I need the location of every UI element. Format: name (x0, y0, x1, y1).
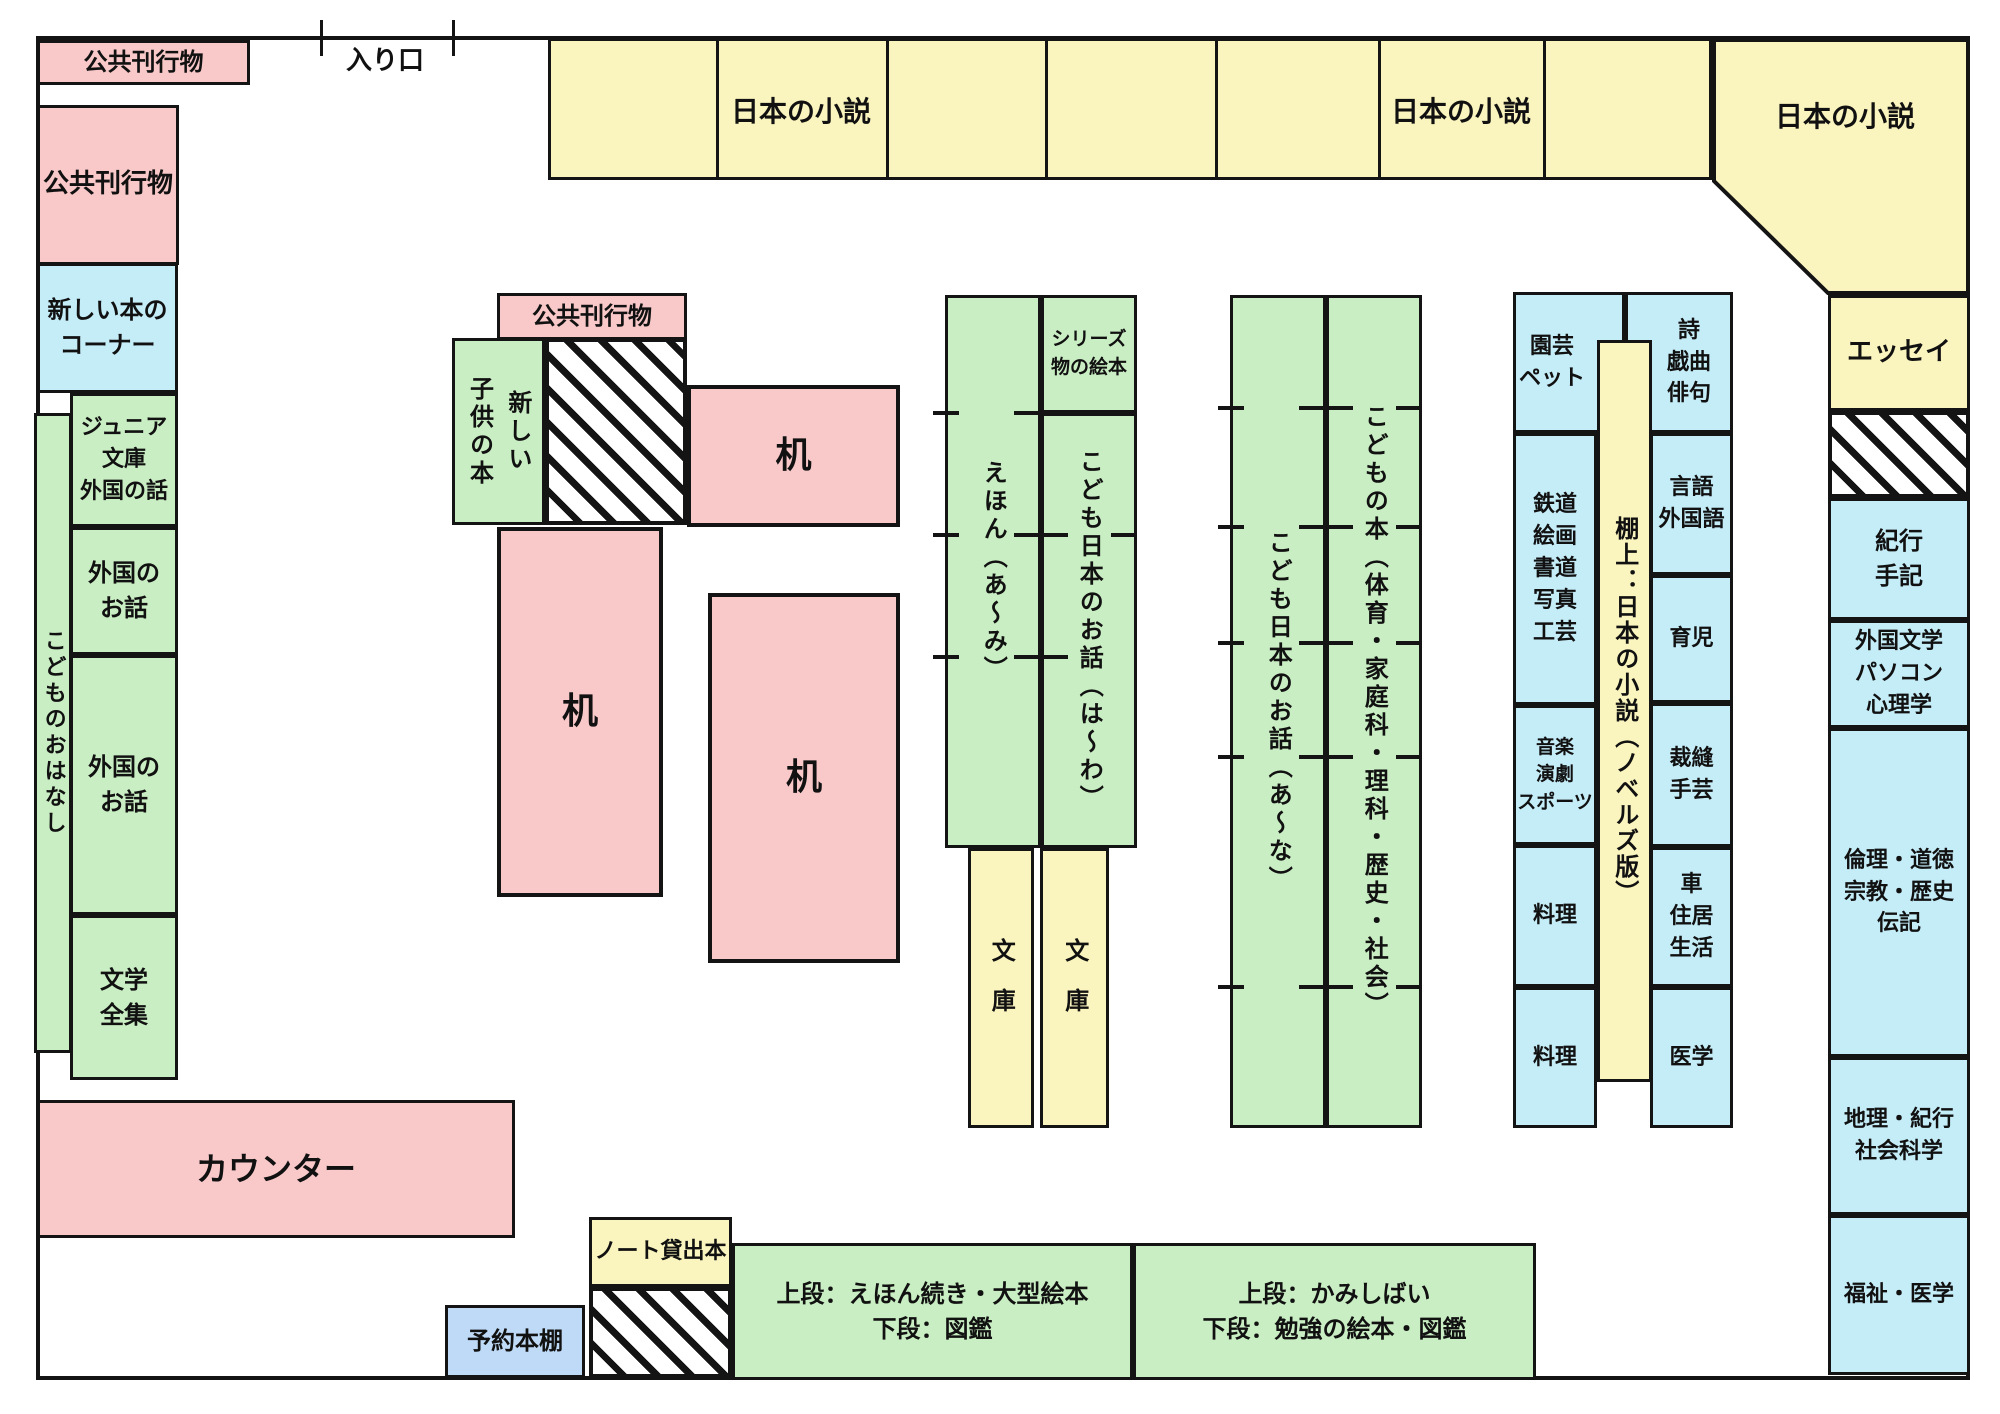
shelf-tick (1014, 655, 1068, 659)
desk-3: 机 (708, 593, 900, 963)
shelf-tick (1014, 411, 1068, 415)
area-tetsudo: 鉄道 絵画 書道 写真 工芸 (1513, 433, 1597, 705)
shelf-tick (1014, 533, 1068, 537)
shelf-tick (1299, 985, 1353, 989)
area-nihon-shosetsu-2: 日本の小説 (1390, 94, 1531, 128)
shelf-tick (1218, 406, 1244, 410)
area-public-publications-left: 公共刊行物 (37, 105, 179, 265)
area-bunko-2: 文庫 (1040, 848, 1109, 1128)
area-bunko-1: 文庫 (968, 848, 1034, 1128)
shelf-tick (1396, 755, 1422, 759)
shelf-tick (1299, 406, 1353, 410)
shelf-tick (1111, 533, 1137, 537)
area-public-publications-top: 公共刊行物 (37, 40, 250, 85)
shelf-divider (1215, 41, 1218, 177)
shelf-tick (933, 655, 959, 659)
area-engei-pet: 園芸 ペット (1513, 292, 1625, 433)
area-counter: カウンター (37, 1100, 515, 1238)
area-series-ehon: シリーズ 物の絵本 (1041, 295, 1137, 413)
area-new-books-corner: 新しい本の コーナー (37, 263, 178, 393)
area-gaikoku-no-ohanashi-2: 外国の お話 (70, 655, 178, 915)
shelf-tick (933, 411, 959, 415)
area-junior-bunko: ジュニア 文庫 外国の話 (70, 393, 178, 527)
hatched-block-bottom (589, 1287, 732, 1378)
area-ikuji: 育児 (1650, 575, 1733, 703)
area-gaikoku-bungaku: 外国文学 パソコン 心理学 (1828, 620, 1970, 728)
area-saiho-shugei: 裁縫 手芸 (1650, 703, 1733, 847)
shelf-divider (886, 41, 889, 177)
shelf-divider (1045, 41, 1048, 177)
area-nihon-shosetsu-1: 日本の小説 (730, 94, 871, 128)
shelf-divider (1378, 41, 1381, 177)
shelf-tick (1218, 985, 1244, 989)
area-kikou-shuki: 紀行 手記 (1828, 498, 1970, 620)
area-nihon-shosetsu-corner: 日本の小説 (1774, 100, 1915, 133)
area-ongaku: 音楽 演劇 スポーツ (1513, 705, 1597, 845)
area-ehon: えほん（あ～み） (945, 295, 1041, 848)
desk-1: 机 (687, 385, 900, 527)
area-ryori-2: 料理 (1513, 987, 1597, 1128)
area-bottom-shelf-1: 上段：えほん続き・大型絵本 下段：図鑑 (732, 1243, 1133, 1380)
desk-2: 机 (497, 527, 663, 897)
area-ryori-1: 料理 (1513, 845, 1597, 987)
area-essay: エッセイ (1828, 295, 1970, 411)
area-public-publications-mid: 公共刊行物 (497, 293, 687, 340)
area-bottom-shelf-2: 上段：かみしばい 下段：勉強の絵本・図鑑 (1133, 1243, 1536, 1380)
area-kodomo-no-ohanashi: こどものおはなし (34, 413, 72, 1053)
area-igaku: 医学 (1650, 987, 1733, 1128)
area-yoyaku-hondana: 予約本棚 (445, 1305, 585, 1378)
area-kodomo-no-hon: こどもの本（体育・家庭科・理科・歴史・社会） (1326, 295, 1422, 1128)
shelf-divider (1543, 41, 1546, 177)
shelf-divider (716, 41, 719, 177)
area-gaikoku-no-ohanashi-1: 外国の お話 (70, 527, 178, 655)
shelf-tick (1396, 406, 1422, 410)
shelf-tick (1396, 525, 1422, 529)
hatched-block-mid (545, 338, 687, 525)
area-fukushi-igaku: 福祉・医学 (1828, 1215, 1970, 1375)
shelf-tick (1396, 641, 1422, 645)
area-tanaue-strip: 棚上：日本の小説（ノベルズ版） (1597, 340, 1652, 1082)
area-nihon-shosetsu-corner-shape (1712, 38, 1970, 295)
area-gengo-gaikokugo: 言語 外国語 (1650, 433, 1733, 575)
hatched-block-right (1828, 411, 1970, 498)
shelf-tick (1218, 641, 1244, 645)
area-chiri: 地理・紀行 社会科学 (1828, 1057, 1970, 1215)
area-kodomo-ohanashi-a-na: こども日本のお話（あ～な） (1230, 295, 1326, 1128)
area-bungaku-zenshu: 文学 全集 (70, 915, 178, 1080)
area-kodomo-ohanashi-ha-wa: こども日本のお話（は～わ） (1041, 413, 1137, 848)
area-new-children-books: 新しい 子供の本 (452, 338, 545, 525)
shelf-tick (1218, 525, 1244, 529)
area-rinri: 倫理・道徳 宗教・歴史 伝記 (1828, 728, 1970, 1057)
area-note-kashidashi: ノート貸出本 (589, 1217, 732, 1287)
shelf-tick (1218, 755, 1244, 759)
shelf-tick (1299, 525, 1353, 529)
entrance-tick-left (320, 20, 323, 56)
shelf-tick (1396, 985, 1422, 989)
shelf-tick (1299, 641, 1353, 645)
area-nihon-shosetsu-row: 日本の小説 日本の小説 (548, 38, 1712, 180)
shelf-tick (933, 533, 959, 537)
entrance-label: 入り口 (345, 45, 424, 76)
area-kuruma: 車 住居 生活 (1650, 847, 1733, 987)
entrance-tick-right (452, 20, 455, 56)
shelf-tick (1299, 755, 1353, 759)
